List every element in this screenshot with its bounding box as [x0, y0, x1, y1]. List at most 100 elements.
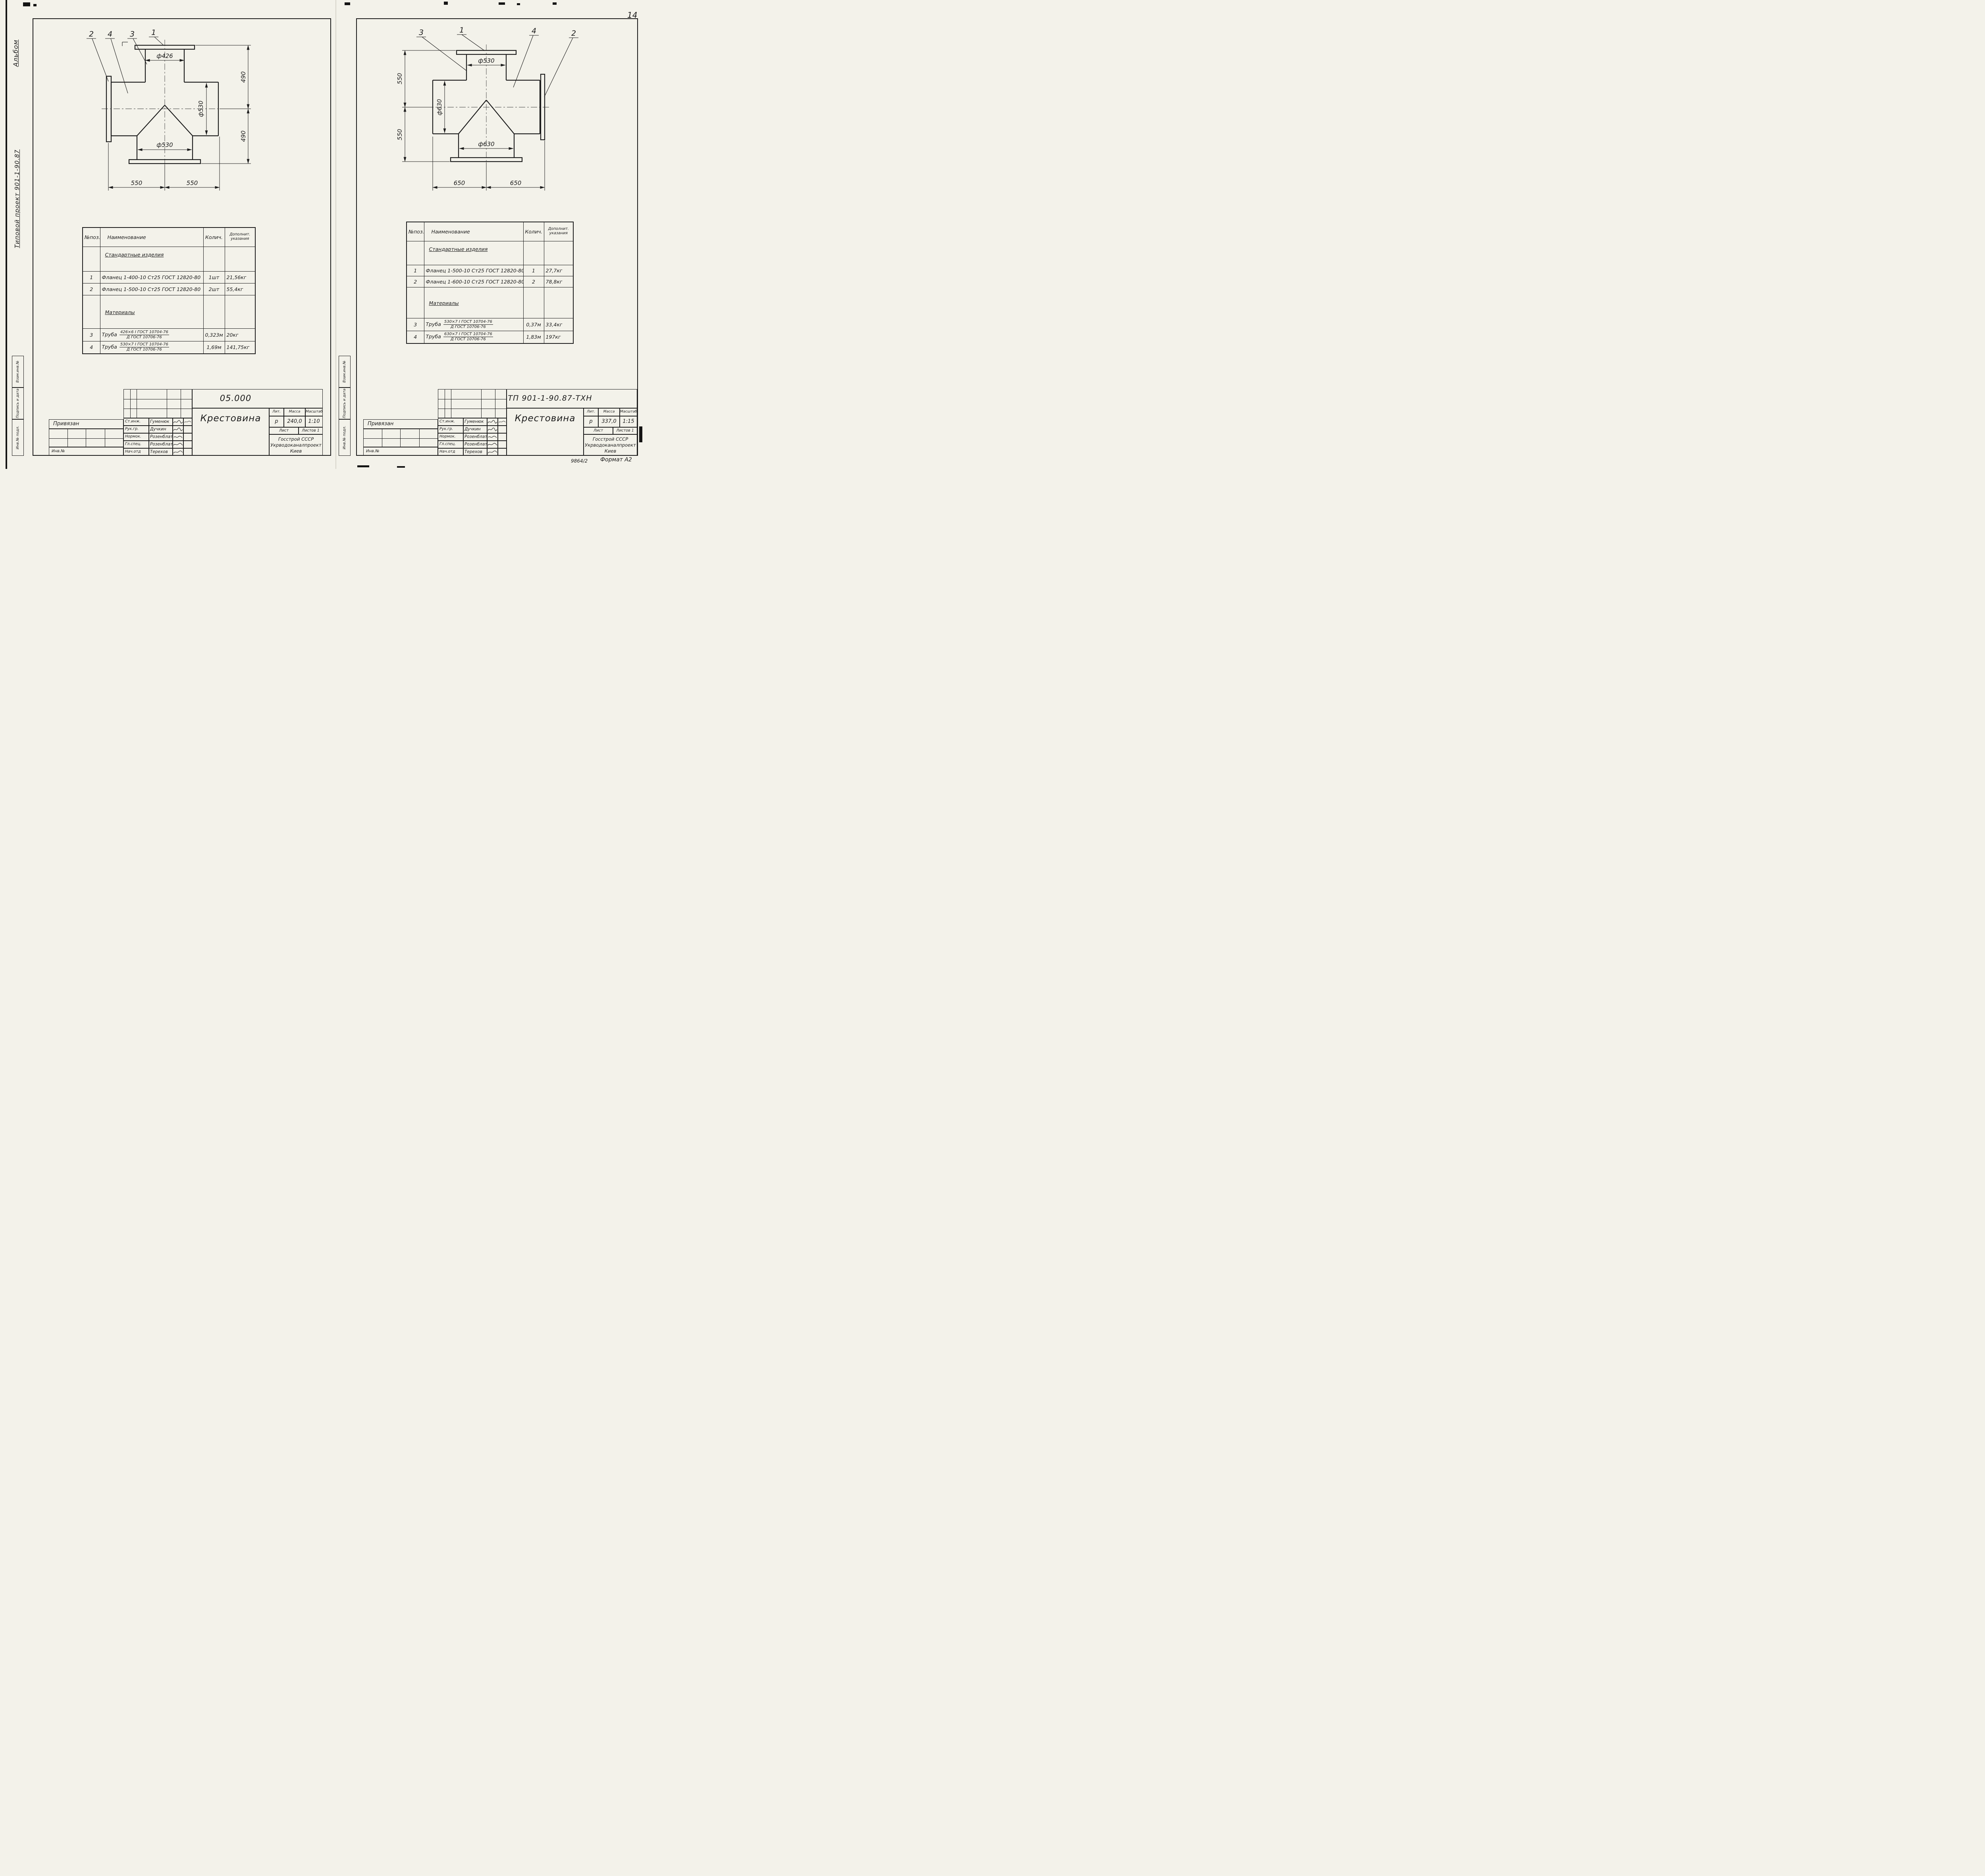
- inventory-label: Инв.№: [363, 447, 438, 456]
- stamp-column-right: Взам.инв.№ Подпись и дата Инв.№ подл.: [339, 356, 351, 456]
- signature-mark: [173, 418, 183, 426]
- mass-value: 337,0: [598, 416, 620, 427]
- header-qty: Колич.: [203, 228, 225, 247]
- lit-value: р: [269, 416, 284, 427]
- scan-blob: [357, 465, 369, 467]
- scan-blob: [444, 2, 448, 5]
- header-notes: Дополнит.указания: [224, 228, 256, 247]
- stamp-cell: Инв.№ подл.: [12, 419, 24, 456]
- section-materials: Материалы: [100, 305, 204, 320]
- dimension-lines: [108, 45, 251, 191]
- dim-right-bottom: 490: [240, 131, 247, 142]
- table-row: 2 Фланец 1-500-10 Ст25 ГОСТ 12820-80 2шт…: [82, 283, 256, 295]
- stamp-label: Взам.инв.№: [16, 361, 20, 383]
- scan-blob: [23, 2, 30, 6]
- sign-role: Нач.отд: [123, 448, 149, 456]
- scale-label: Масштаб: [305, 408, 323, 416]
- dim-body: ф530: [197, 100, 204, 117]
- technical-drawing-right-cross: 3 1 4 2 ф530 ф630 550 550 ф630 650 650: [396, 26, 578, 191]
- dim-top-flange: ф426: [156, 52, 173, 60]
- header-name: Наименование: [100, 228, 204, 247]
- dim-bottom-left: 550: [131, 179, 143, 187]
- sheets-label: Листов 1: [613, 427, 637, 434]
- sign-role: Рук.гр.: [438, 426, 463, 433]
- mass-label: Масса: [598, 408, 620, 416]
- cross-body-outline: [106, 44, 219, 164]
- doc-code: 05.000: [192, 389, 323, 408]
- technical-drawing-left-cross: 2 4 3 1 ф426 ф530 490 490 ф530 550 550: [87, 28, 251, 191]
- inventory-label: Инв.№: [49, 447, 123, 456]
- stamp-cell: Взам.инв.№: [339, 356, 351, 388]
- title-block-right: Ст.инж. Гуменюк Рук.гр. Дучкин Нормок. Р…: [363, 389, 637, 456]
- header-qty: Колич.: [523, 222, 544, 241]
- sheet-label: Лист: [584, 427, 613, 434]
- scan-blob: [345, 2, 350, 5]
- sign-date: [498, 433, 507, 441]
- callout-4: 4: [108, 30, 112, 39]
- dim-top-flange: ф530: [478, 57, 494, 64]
- sign-name: Дучкин: [149, 426, 173, 433]
- sheet-label: Лист: [269, 427, 299, 434]
- dim-left-top: 550: [396, 73, 403, 85]
- fold-line: [335, 0, 336, 469]
- attached-grid: [49, 429, 123, 447]
- sign-date: [183, 441, 192, 448]
- stamp-cell: Взам.инв.№: [12, 356, 24, 388]
- parts-table-right: №поз. Наименование Колич. Дополнит.указа…: [406, 222, 574, 344]
- lit-label: Лит.: [269, 408, 284, 416]
- attached-grid: [363, 429, 438, 447]
- revision-grid: [438, 389, 507, 418]
- sign-date: [498, 418, 507, 426]
- sheets-label: Листов 1: [299, 427, 323, 434]
- scan-edge-left: [6, 0, 7, 469]
- sign-role: Нач.отд: [438, 448, 463, 456]
- callout-1: 1: [151, 28, 156, 37]
- table-row: 1 Фланец 1-500-10 Ст25 ГОСТ 12820-80 1 2…: [406, 264, 574, 276]
- attached-label: Привязан: [363, 419, 438, 429]
- sign-role: Нормок.: [438, 433, 463, 441]
- sign-name: Розенблат: [149, 441, 173, 448]
- sign-name: Терехов: [463, 448, 487, 456]
- revision-grid: [123, 389, 192, 418]
- sign-name: Розенблат: [463, 441, 487, 448]
- signature-mark: [173, 448, 183, 456]
- title-block-left: Ст.инж. Гуменюк Рук.гр. Дучкин Нормок. Р…: [49, 389, 323, 456]
- sign-role: Рук.гр.: [123, 426, 149, 433]
- sign-date: [183, 418, 192, 426]
- stamp-cell: Подпись и дата: [339, 388, 351, 419]
- sign-date: [498, 448, 507, 456]
- format-label: Формат А2: [600, 457, 632, 463]
- scale-label: Масштаб: [620, 408, 637, 416]
- callout-leaders: [416, 34, 578, 97]
- sign-date: [183, 426, 192, 433]
- signature-mark: [487, 418, 498, 426]
- signature-mark: [173, 441, 183, 448]
- signature-mark: [487, 433, 498, 441]
- callout-1: 1: [459, 26, 464, 35]
- doc-reference: 9864/2: [571, 458, 588, 464]
- scale-value: 1:15: [620, 416, 637, 427]
- lit-label: Лит.: [584, 408, 598, 416]
- callout-2: 2: [571, 29, 576, 38]
- sign-name: Терехов: [149, 448, 173, 456]
- section-standard: Стандартные изделия: [424, 241, 524, 257]
- mass-label: Масса: [284, 408, 305, 416]
- dim-body: ф630: [436, 99, 443, 115]
- dim-branch: ф530: [156, 141, 173, 148]
- scan-blob: [499, 2, 505, 5]
- sign-role: Нормок.: [123, 433, 149, 441]
- sign-role: Гл.спец.: [438, 441, 463, 448]
- sign-date: [498, 441, 507, 448]
- sign-name: Гуменюк: [463, 418, 487, 426]
- section-materials: Материалы: [424, 296, 524, 310]
- header-name: Наименование: [424, 222, 524, 241]
- sign-name: Гуменюк: [149, 418, 173, 426]
- stamp-label: Взам.инв.№: [343, 361, 347, 383]
- sign-date: [183, 448, 192, 456]
- dim-bottom-right: 650: [510, 179, 522, 187]
- sign-role: Ст.инж.: [123, 418, 149, 426]
